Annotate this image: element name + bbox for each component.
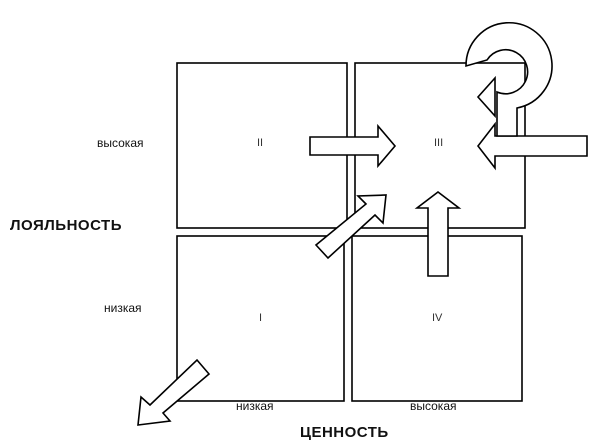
- arrow-right-into-iii: [476, 121, 588, 171]
- self-loop-arrowhead: [476, 75, 496, 119]
- y-high-label: высокая: [97, 136, 144, 150]
- quadrant-label-ii: II: [257, 137, 264, 149]
- self-loop-iii: [465, 22, 553, 137]
- x-high-label: высокая: [410, 399, 457, 413]
- y-low-label: низкая: [104, 301, 142, 315]
- y-axis-title: ЛОЯЛЬНОСТЬ: [10, 217, 122, 234]
- arrow-i-to-iii: [314, 194, 387, 260]
- arrow-i-outward: [137, 358, 211, 426]
- arrow-iv-to-iii: [414, 190, 462, 277]
- x-low-label: низкая: [236, 399, 274, 413]
- quadrant-label-iv: IV: [432, 312, 443, 324]
- quadrant-label-i: I: [259, 312, 263, 324]
- arrow-ii-to-iii: [309, 123, 397, 169]
- quadrant-label-iii: III: [434, 137, 444, 149]
- x-axis-title: ЦЕННОСТЬ: [300, 424, 389, 441]
